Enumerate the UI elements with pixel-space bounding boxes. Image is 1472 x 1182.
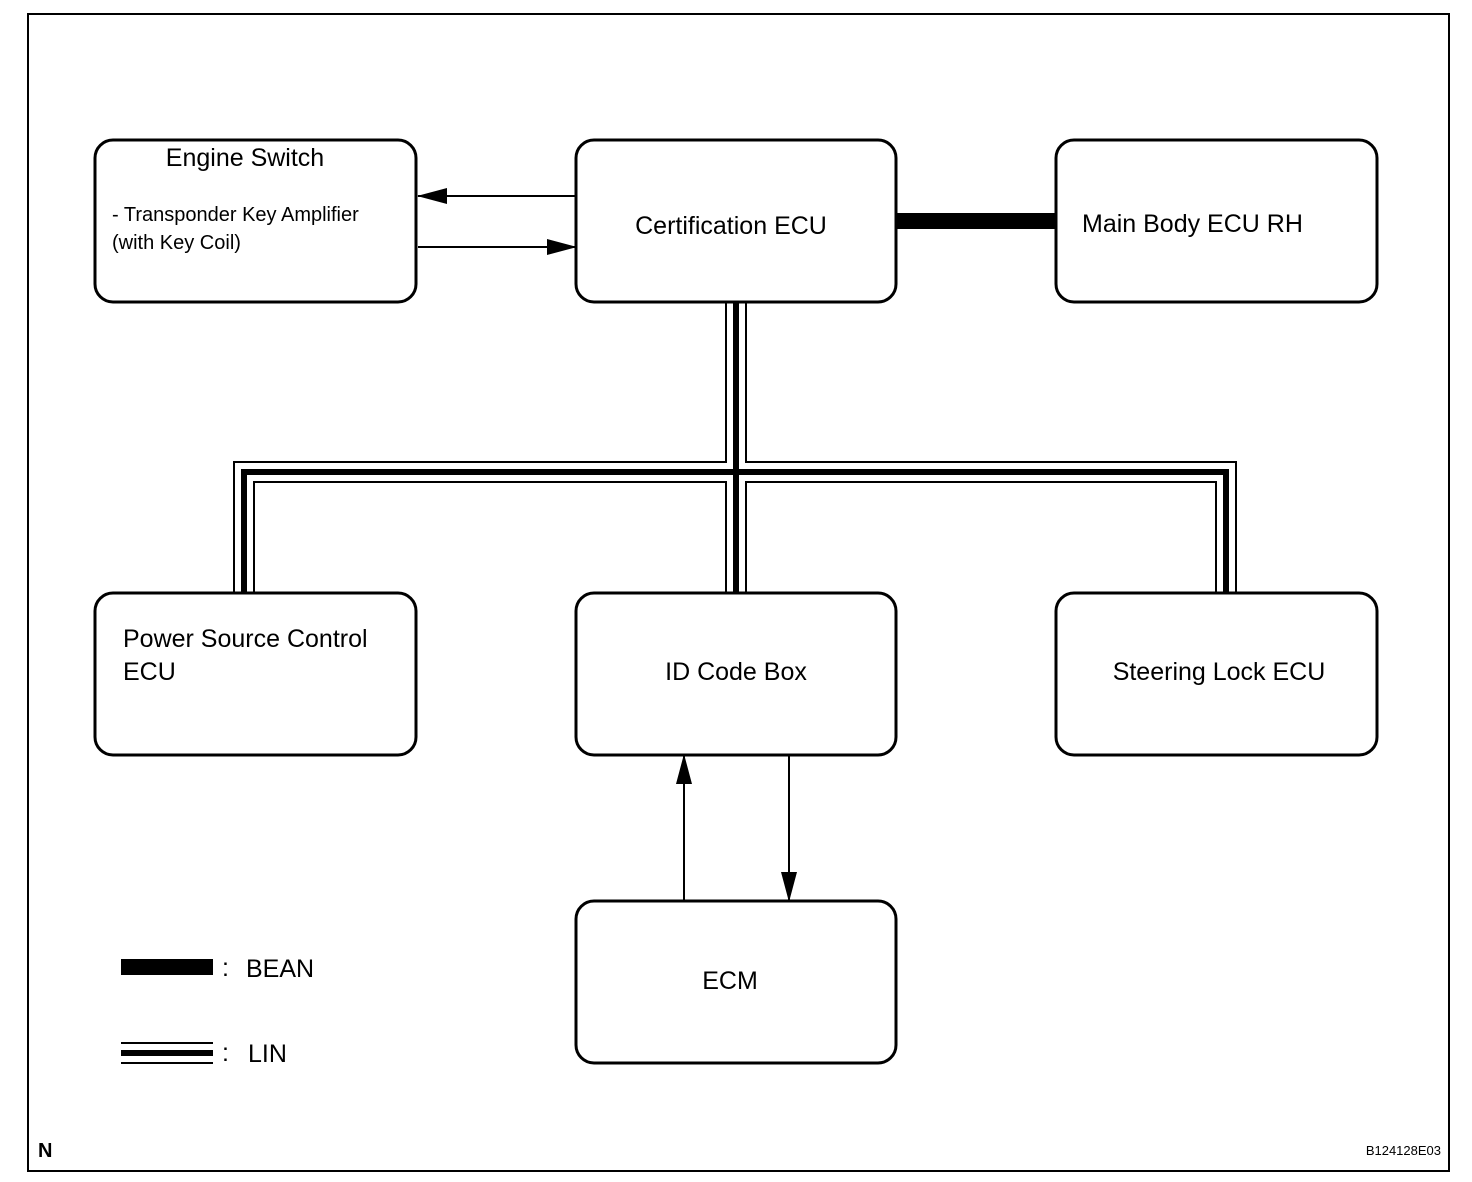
engine-switch-sub1: - Transponder Key Amplifier bbox=[112, 204, 359, 226]
engine-switch-sub2: (with Key Coil) bbox=[112, 232, 241, 254]
engine-switch-title: Engine Switch bbox=[166, 144, 324, 172]
certification-ecu-box bbox=[574, 138, 898, 304]
ecm-box bbox=[574, 899, 898, 1065]
main-body-ecu-box bbox=[1054, 138, 1379, 304]
figure-code: B124128E03 bbox=[1366, 1143, 1441, 1158]
ecm-label: ECM bbox=[702, 967, 758, 995]
id-code-box-box bbox=[574, 591, 898, 757]
legend-bean-label: BEAN bbox=[246, 955, 314, 983]
legend-bean-sep: : bbox=[222, 954, 229, 982]
power-source-ecu-line2: ECU bbox=[123, 658, 176, 686]
certification-ecu-label: Certification ECU bbox=[635, 212, 827, 240]
main-body-ecu-label: Main Body ECU RH bbox=[1082, 210, 1303, 238]
diagram-frame bbox=[27, 13, 1450, 1172]
legend-lin-sep: : bbox=[222, 1039, 229, 1067]
lin-bus bbox=[233, 303, 1237, 592]
legend: : BEAN : LIN bbox=[121, 954, 314, 1068]
engine-switch-box bbox=[93, 138, 418, 304]
id-code-box-label: ID Code Box bbox=[665, 658, 807, 686]
power-source-ecu-box bbox=[93, 591, 418, 757]
corner-mark: N bbox=[38, 1140, 52, 1162]
steering-lock-ecu-box bbox=[1054, 591, 1379, 757]
legend-lin-label: LIN bbox=[248, 1040, 287, 1068]
steering-lock-ecu-label: Steering Lock ECU bbox=[1113, 658, 1326, 686]
power-source-ecu-line1: Power Source Control bbox=[123, 625, 368, 653]
